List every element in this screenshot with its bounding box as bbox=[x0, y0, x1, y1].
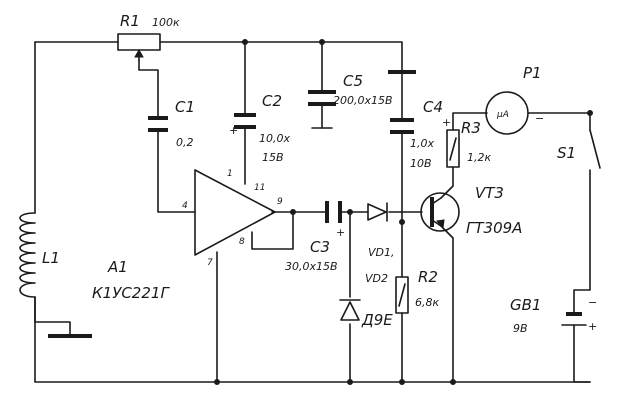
label-c4-value-2: 10В bbox=[410, 157, 432, 170]
label-pin-4: 4 bbox=[182, 201, 188, 211]
label-r1-ref: R1 bbox=[120, 12, 140, 30]
label-battery-minus: − bbox=[588, 296, 597, 309]
label-pin-11: 11 bbox=[254, 183, 265, 193]
microammeter-p1 bbox=[485, 91, 529, 135]
amplifier-a1 bbox=[194, 169, 276, 256]
label-battery-plus: + bbox=[588, 320, 597, 333]
label-c3-value: 30,0х15В bbox=[285, 260, 338, 273]
label-meter-minus: − bbox=[535, 112, 544, 125]
component-labels: R1 100к C1 0,2 C2 10,0х 15В + C5 200,0х1… bbox=[42, 12, 597, 335]
capacitor-c4 bbox=[388, 70, 416, 134]
inductor-l1 bbox=[19, 212, 36, 298]
label-c4-value-1: 1,0х bbox=[410, 137, 434, 150]
label-pin-8: 8 bbox=[239, 237, 245, 247]
resistor-r2 bbox=[395, 276, 409, 314]
label-c2-ref: C2 bbox=[262, 92, 282, 110]
label-r3-plus: + bbox=[442, 116, 451, 129]
label-r2-ref: R2 bbox=[418, 268, 438, 286]
label-a1-part: К1УС221Г bbox=[92, 284, 170, 302]
capacitor-c5 bbox=[308, 90, 336, 129]
junction-dots bbox=[214, 39, 593, 385]
transistor-vt3 bbox=[420, 192, 460, 232]
diode-vd2 bbox=[339, 299, 361, 321]
label-pin-9: 9 bbox=[277, 197, 283, 207]
label-meter-symbol: μA bbox=[496, 110, 509, 120]
label-vd-ref-1: VD1, bbox=[368, 246, 395, 259]
label-p1-ref: P1 bbox=[523, 64, 542, 82]
label-c2-plus: + bbox=[229, 124, 238, 137]
switch-s1 bbox=[589, 129, 601, 169]
potentiometer-r1 bbox=[117, 33, 161, 61]
label-c3-plus: + bbox=[336, 226, 345, 239]
battery-gb1 bbox=[561, 312, 587, 326]
capacitor-c2 bbox=[234, 113, 256, 129]
label-gb1-ref: GB1 bbox=[510, 296, 541, 314]
label-vt3-ref: VT3 bbox=[475, 184, 504, 202]
label-c3-ref: C3 bbox=[310, 238, 330, 256]
label-c2-value-1: 10,0х bbox=[259, 132, 290, 145]
label-c2-value-2: 15В bbox=[262, 151, 284, 164]
label-c1-value: 0,2 bbox=[176, 136, 194, 149]
label-c4-ref: C4 bbox=[423, 98, 443, 116]
label-c1-ref: C1 bbox=[175, 98, 195, 116]
label-c5-value: 200,0х15В bbox=[333, 94, 393, 107]
label-c5-ref: C5 bbox=[343, 72, 363, 90]
label-vd-ref-2: VD2 bbox=[365, 272, 388, 285]
capacitor-c3 bbox=[325, 201, 342, 223]
label-r3-ref: R3 bbox=[461, 119, 481, 137]
label-pin-1: 1 bbox=[227, 169, 233, 179]
label-l1-ref: L1 bbox=[42, 249, 60, 267]
label-gb1-value: 9В bbox=[513, 322, 528, 335]
label-r2-value: 6,8к bbox=[415, 296, 439, 309]
label-a1-ref: A1 bbox=[107, 258, 128, 276]
resistor-r3 bbox=[446, 129, 460, 168]
label-r3-value: 1,2к bbox=[467, 151, 491, 164]
label-s1-ref: S1 bbox=[557, 144, 576, 162]
diode-vd1 bbox=[367, 202, 388, 222]
label-vt3-part: ГТ309А bbox=[466, 219, 522, 237]
capacitor-c1 bbox=[148, 116, 168, 132]
label-pin-7: 7 bbox=[207, 258, 213, 268]
label-vd-part: Д9Е bbox=[361, 311, 393, 329]
label-r1-value: 100к bbox=[152, 16, 180, 29]
